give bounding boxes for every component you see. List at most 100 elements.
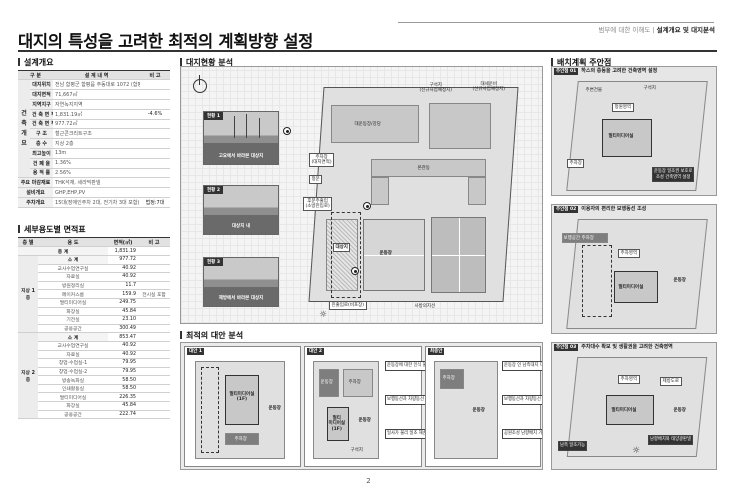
alt1-building-label: 멀티미디어실 (1F) xyxy=(229,391,255,403)
overview-row-note xyxy=(140,158,171,169)
alternative-2: 대안 2 운동장 주차장 멀티 미디어실 (1F) 운동장 구석지 운동장에 대… xyxy=(304,346,464,467)
area-row-note xyxy=(138,392,170,403)
plan2-building xyxy=(614,271,658,303)
header-rule xyxy=(398,22,714,23)
main-building xyxy=(371,159,486,177)
area-row-area: 222.74 xyxy=(108,410,138,420)
alt2-building-label: 멀티 미디어실 (1F) xyxy=(328,415,346,432)
area-row-area: 40.92 xyxy=(108,264,138,274)
overview-row-value: 977.72㎡ xyxy=(53,119,141,130)
area-row-area: 249.75 xyxy=(108,298,138,308)
area-subtotal-note xyxy=(138,332,170,342)
overview-row-note xyxy=(140,99,171,110)
plan-point-2-tag: 주안점 02 xyxy=(554,206,579,213)
overview-row-value: 철근콘크리트구조 xyxy=(53,128,141,140)
area-row-note xyxy=(138,315,170,325)
plan-point-3-title: 주차대수 확보 및 생활권을 고려한 건축영역 xyxy=(581,344,673,350)
area-row-use: 인쇄활동실 xyxy=(38,384,108,394)
area-row-use: 교사수업연구실 xyxy=(38,341,108,351)
overview-extra-note xyxy=(140,187,171,198)
area-row-use: 창업·수업실-1 xyxy=(38,358,108,368)
label-daejon: 대세운비 (신규사업예정지) xyxy=(472,81,506,93)
area-row-note xyxy=(138,281,170,291)
overview-row-label: 지역지구 xyxy=(30,99,54,110)
target-site-outline xyxy=(331,212,361,298)
site-photo-2-caption: 대상지 내 xyxy=(231,224,251,229)
area-row-use: 멀티미디어실 xyxy=(38,298,108,308)
playground-field xyxy=(363,219,425,291)
section-heading-site-status: 대지현황 분석 xyxy=(180,57,233,68)
gym-building xyxy=(331,105,419,143)
sports-court xyxy=(431,217,486,293)
area-row-area: 23.10 xyxy=(108,315,138,325)
final-field-label: 운동장 xyxy=(472,407,485,413)
overview-row-label: 구 조 xyxy=(30,128,54,140)
overview-row-note xyxy=(140,79,171,91)
area-row-note xyxy=(138,375,170,385)
label-south-view: 사방의지선 xyxy=(414,303,436,309)
plan3-label-4: 멀티미디어실 xyxy=(611,407,637,413)
site-photo-1-tag: 현황 1 xyxy=(204,112,223,120)
label-main-building: 본관동 xyxy=(417,165,430,171)
overview-row-value: 71,667㎡ xyxy=(53,89,141,100)
area-row-use: 공용공간 xyxy=(38,410,108,420)
area-subtotal-note xyxy=(138,255,170,265)
area-row-note xyxy=(138,384,170,394)
area-row-use: 방송녹화실 xyxy=(38,375,108,385)
area-row-area: 40.92 xyxy=(108,272,138,282)
plan3-building xyxy=(606,395,654,425)
overview-row-label: 건 폐 율 xyxy=(30,158,54,169)
area-header-use: 용 도 xyxy=(38,236,108,248)
alt2-parking xyxy=(343,369,373,397)
plan1-note: 운동장 일조권 보호로 조성 건축영역 설정 xyxy=(652,167,695,182)
area-row-use: 화장실 xyxy=(38,401,108,411)
plan1-building xyxy=(602,119,652,157)
plan3-note-2: 남측 일조가능 xyxy=(558,441,588,451)
area-row-area: 226.35 xyxy=(108,392,138,403)
site-photo-2: 현황 2 대상지 내 xyxy=(203,185,279,235)
main-building-wing-right xyxy=(468,177,486,205)
area-row-note xyxy=(138,272,170,282)
plan1-label-1: 주변건물 xyxy=(585,87,603,93)
overview-row-value: 전남 함평군 함평읍 주동대로 1072 (함평중앙초등학교 내) xyxy=(53,79,141,91)
overview-row: 건 축 면 적977.72㎡ xyxy=(18,119,171,130)
site-photo-1-caption: 고요에서 바라본 대상지 xyxy=(218,154,264,159)
alt1-building xyxy=(225,375,259,425)
overview-row-value: 2.56% xyxy=(53,168,141,179)
area-row-note xyxy=(138,307,170,317)
plan2-label-2: 주차영역 xyxy=(618,249,640,258)
label-access-road: 진출입로(비포장) xyxy=(329,301,367,310)
area-total-label: 총 계 xyxy=(18,246,108,256)
plan3-label-1: 주차영역 xyxy=(618,375,640,384)
site-photo-3: 현황 3 제방에서 바라본 대상지 xyxy=(203,257,279,307)
area-subtotal-label: 소 계 xyxy=(38,255,108,265)
overview-row-note: -4.6% xyxy=(140,109,171,120)
area-row-use: 방원정리실 xyxy=(38,281,108,291)
site-photo-2-tag: 현황 2 xyxy=(204,186,223,194)
area-row-use: 공용공간 xyxy=(38,324,108,334)
north-arrow-icon xyxy=(193,79,207,93)
overview-row-label: 층 수 xyxy=(30,138,54,149)
section-heading-optimal: 최적의 대안 분석 xyxy=(180,330,243,341)
alt2-parking-label: 주차장 xyxy=(348,379,361,385)
plan1-label-3: 멀티미디어실 xyxy=(608,133,634,139)
overview-row-note xyxy=(140,89,171,100)
alt1-field-label: 운동장 xyxy=(268,405,281,411)
section-heading-layout-plan: 배치계획 주안점 xyxy=(551,57,611,68)
page-number: 2 xyxy=(366,477,371,485)
